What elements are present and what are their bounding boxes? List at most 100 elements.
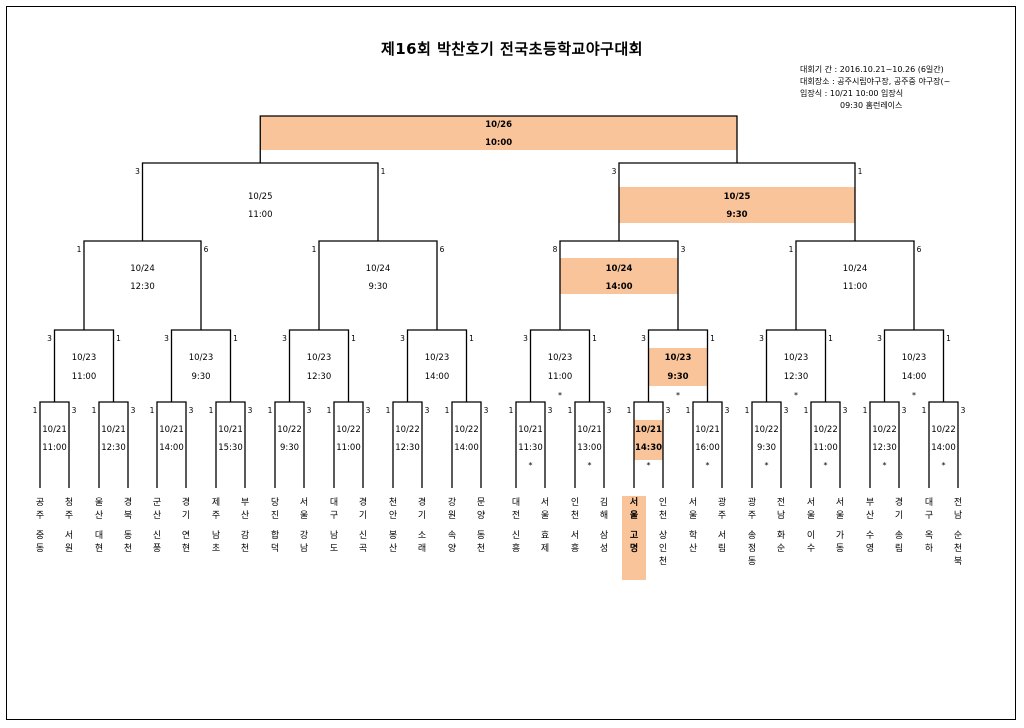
team-school-28: 수영 xyxy=(865,531,875,554)
round32-star-13: * xyxy=(824,461,828,470)
team-region-16: 대전 xyxy=(511,498,521,521)
round16-score-right-5: 1 xyxy=(710,334,715,343)
quarterfinals-highlight-2 xyxy=(560,258,678,294)
team-school-26: 이수 xyxy=(806,531,816,554)
team-school-14: 속양 xyxy=(447,531,457,554)
semifinals-time-1: 9:30 xyxy=(726,210,747,220)
round32-date-8: 10/21 xyxy=(518,425,543,435)
team-school-8: 합덕 xyxy=(270,531,280,554)
round32-star-8: * xyxy=(529,461,533,470)
semifinals-score-left-0: 3 xyxy=(135,167,140,176)
round32-date-2: 10/21 xyxy=(159,425,184,435)
round32-score-right-13: 3 xyxy=(843,406,848,415)
round32-date-3: 10/21 xyxy=(218,425,243,435)
team-region-29: 경기 xyxy=(894,498,904,521)
quarterfinals-score-left-1: 1 xyxy=(312,245,317,254)
team-region-12: 천안 xyxy=(388,498,398,521)
round32-score-left-9: 1 xyxy=(568,406,573,415)
round32-time-0: 11:00 xyxy=(42,443,67,453)
round32-score-right-14: 3 xyxy=(902,406,907,415)
round32-time-15: 14:00 xyxy=(931,443,956,453)
team-school-11: 신곡 xyxy=(358,531,368,554)
team-school-0: 중동 xyxy=(35,531,45,554)
info-opening-homerun: 09:30 홈런레이스 xyxy=(840,101,903,110)
round32-score-left-8: 1 xyxy=(509,406,514,415)
final-highlight xyxy=(260,116,737,150)
round32-score-left-4: 1 xyxy=(268,406,273,415)
round32-star-12: * xyxy=(765,461,769,470)
page-title: 제16회 박찬호기 전국초등학교야구대회 xyxy=(380,40,644,58)
quarterfinals-time-3: 11:00 xyxy=(843,282,868,292)
team-school-29: 송림 xyxy=(894,531,904,554)
quarterfinals-score-right-1: 6 xyxy=(440,245,445,254)
quarterfinals-date-2: 10/24 xyxy=(606,264,633,274)
round32-date-6: 10/22 xyxy=(395,425,420,435)
team-school-5: 연현 xyxy=(181,531,191,554)
team-school-19: 삼성 xyxy=(599,531,609,554)
round32-score-right-1: 3 xyxy=(131,406,136,415)
round16-time-1: 9:30 xyxy=(191,372,210,382)
round32-score-left-2: 1 xyxy=(150,406,155,415)
round32-score-right-8: 3 xyxy=(548,406,553,415)
team-region-14: 강원 xyxy=(447,498,457,521)
round16-star-6: * xyxy=(794,391,798,400)
round32-score-left-11: 1 xyxy=(686,406,691,415)
round32-time-3: 15:30 xyxy=(218,443,243,453)
round32-score-left-0: 1 xyxy=(33,406,38,415)
round16-star-7: * xyxy=(912,391,916,400)
round16-score-left-3: 3 xyxy=(400,334,405,343)
round32-date-12: 10/22 xyxy=(754,425,779,435)
round16-date-0: 10/23 xyxy=(72,353,97,363)
round16-score-right-7: 1 xyxy=(946,334,951,343)
round32-time-6: 12:30 xyxy=(395,443,420,453)
round32-date-7: 10/22 xyxy=(454,425,479,435)
team-region-4: 군산 xyxy=(152,498,162,521)
winner-team-highlight xyxy=(622,496,646,580)
round32-score-left-13: 1 xyxy=(804,406,809,415)
round32-time-12: 9:30 xyxy=(757,443,776,453)
info-period: 대회기 간 : 2016.10.21~10.26 (6일간) xyxy=(800,65,944,74)
team-region-24: 광주 xyxy=(747,498,757,521)
round32-score-left-7: 1 xyxy=(445,406,450,415)
round32-star-10: * xyxy=(647,461,651,470)
round16-time-2: 12:30 xyxy=(307,372,332,382)
final-date: 10/26 xyxy=(485,120,512,130)
team-school-27: 가동 xyxy=(835,531,845,554)
round32-score-right-7: 3 xyxy=(484,406,489,415)
round32-score-left-5: 1 xyxy=(327,406,332,415)
round32-score-right-6: 3 xyxy=(425,406,430,415)
team-school-30: 옥하 xyxy=(924,531,934,554)
round32-score-left-12: 1 xyxy=(745,406,750,415)
round16-time-7: 14:00 xyxy=(902,372,927,382)
round32-star-11: * xyxy=(706,461,710,470)
round16-time-4: 11:00 xyxy=(548,372,573,382)
team-school-13: 소래 xyxy=(417,531,427,554)
round32-time-2: 14:00 xyxy=(159,443,184,453)
team-school-25: 화순 xyxy=(776,531,786,554)
round16-score-left-4: 3 xyxy=(523,334,528,343)
team-region-9: 서울 xyxy=(299,498,309,521)
round32-score-left-1: 1 xyxy=(92,406,97,415)
round32-date-11: 10/21 xyxy=(695,425,720,435)
final-time: 10:00 xyxy=(485,138,512,148)
round32-score-left-6: 1 xyxy=(386,406,391,415)
round16-score-left-6: 3 xyxy=(759,334,764,343)
round32-time-5: 11:00 xyxy=(336,443,361,453)
team-region-17: 서울 xyxy=(540,498,550,521)
team-region-31: 전남 xyxy=(953,498,963,521)
round32-score-left-14: 1 xyxy=(863,406,868,415)
semifinals-date-1: 10/25 xyxy=(724,192,751,202)
round16-score-right-1: 1 xyxy=(233,334,238,343)
round32-score-right-15: 3 xyxy=(961,406,966,415)
semifinals-highlight-1 xyxy=(619,187,855,223)
round16-date-4: 10/23 xyxy=(548,353,573,363)
semifinals-date-0: 10/25 xyxy=(248,192,273,202)
quarterfinals-score-left-0: 1 xyxy=(77,245,82,254)
page-frame xyxy=(6,6,1016,720)
round16-date-6: 10/23 xyxy=(784,353,809,363)
round16-star-4: * xyxy=(558,391,562,400)
round32-date-10: 10/21 xyxy=(635,425,662,435)
quarterfinals-score-left-2: 8 xyxy=(553,245,558,254)
team-region-7: 부산 xyxy=(240,498,250,521)
round32-highlight-10 xyxy=(634,420,663,460)
